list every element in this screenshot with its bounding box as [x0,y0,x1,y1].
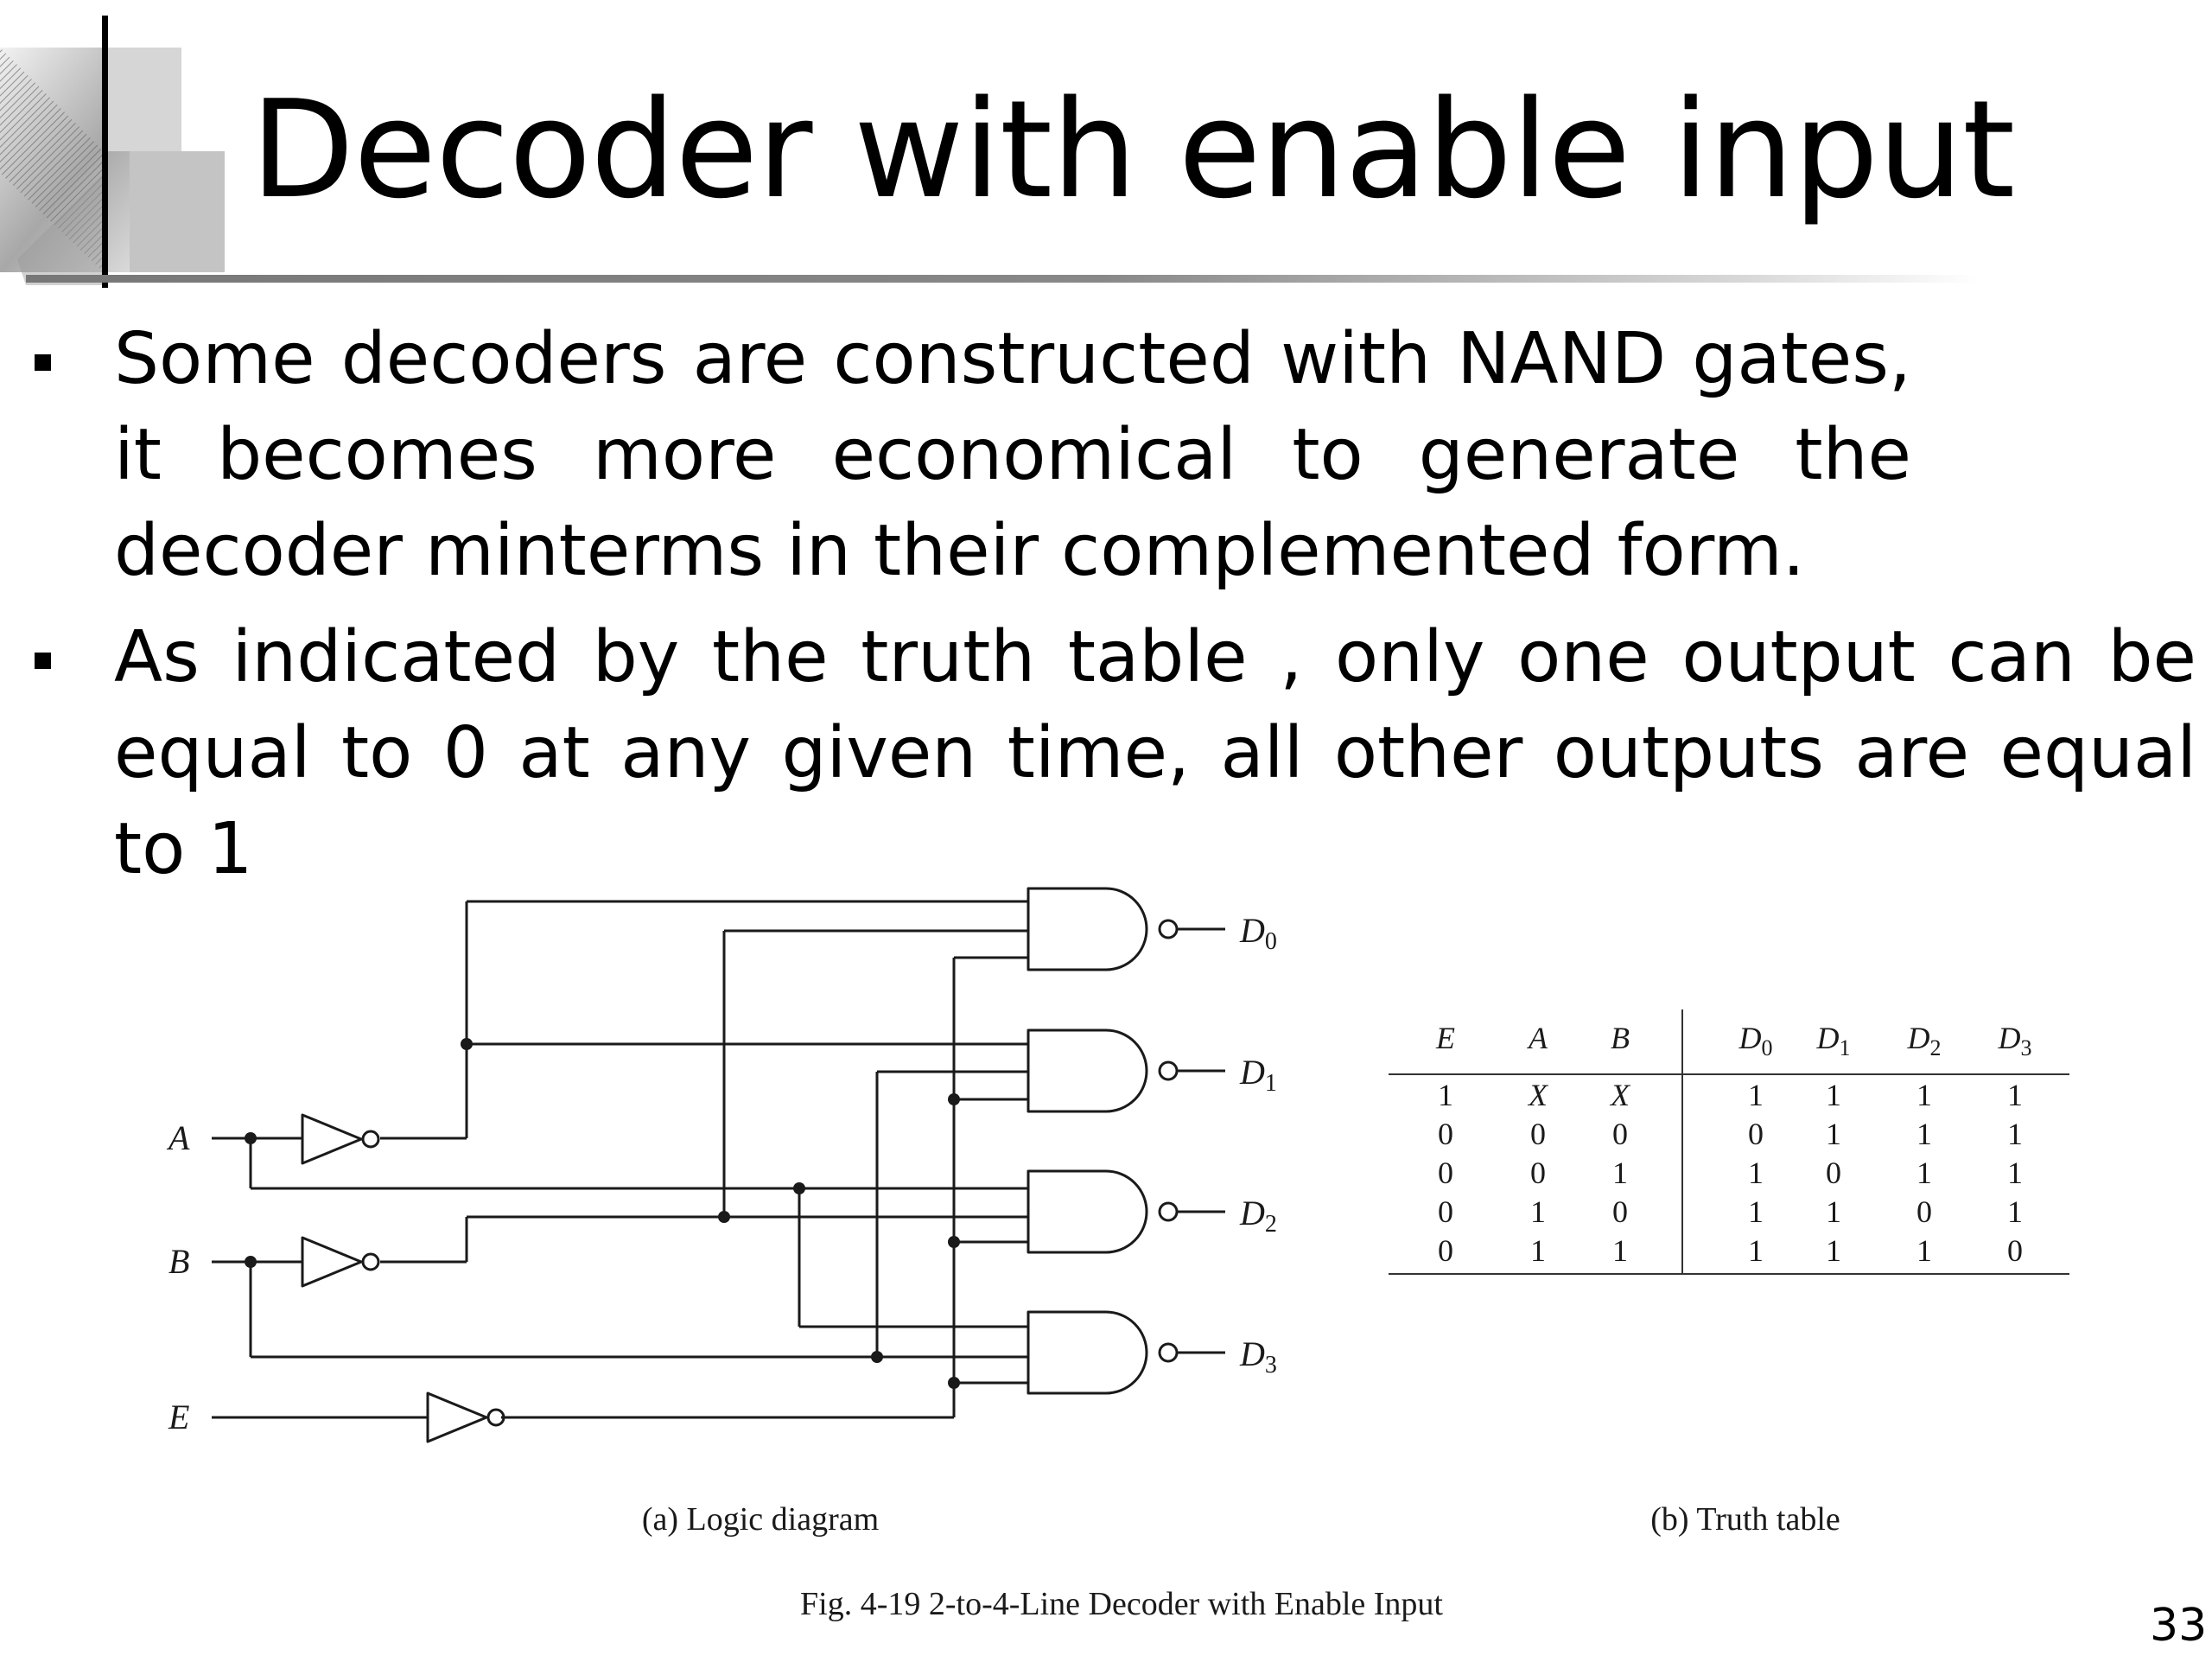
truth-table-cell: 0 [1530,1156,1546,1190]
truth-table-cell: 1 [2007,1117,2023,1151]
decoder-figure: A B E D0 D1 D2 D3 EABD0D1D2D31XX11110000… [166,887,2069,1622]
caption-truth-table: (b) Truth table [1650,1501,1840,1538]
bullet-square-icon [35,354,51,371]
output-label-d1: D1 [1239,1053,1277,1097]
truth-table-header: D0 [1738,1021,1773,1060]
bullet-text: Some decoders are constructed with NAND … [114,318,1911,592]
truth-table-cell: 1 [1612,1156,1628,1190]
truth-table-header: E [1435,1021,1455,1055]
truth-table-cell: 0 [1748,1117,1764,1151]
truth-table-cell: 1 [1748,1078,1764,1112]
truth-table-cell: 1 [1916,1233,1932,1268]
truth-table: E A B D0 D1 D2 D3 1 X X 1 1 1 1 0 0 0 0 1 1 1 0 0 1 1 0 1 1 0 1 0 1 1 0 1 0… [1389,1009,2069,1275]
captions: (a) Logic diagram (b) Truth table Fig. 4… [642,1501,1840,1622]
truth-table-cell: 0 [1612,1194,1628,1229]
input-label-b: B [168,1242,189,1281]
truth-table-cell: 1 [1826,1117,1841,1151]
truth-table-cell: 1 [1748,1233,1764,1268]
truth-table-cell: 0 [1438,1156,1453,1190]
title-vertical-rule [102,16,108,288]
truth-table-header: A [1527,1021,1548,1055]
output-label-d3: D3 [1239,1334,1277,1379]
bullet-text: As indicated by the truth table , only o… [114,616,2196,890]
input-label-e: E [168,1398,189,1436]
truth-table-cell: 1 [1916,1078,1932,1112]
truth-table-cell: 1 [1826,1233,1841,1268]
title-underline [26,275,1979,283]
nand-d2 [1027,1169,1148,1254]
signal-labels: A B E D0 D1 D2 D3 [166,911,1277,1436]
truth-table-cell: 0 [1530,1117,1546,1151]
nand-d1 [1027,1028,1148,1113]
truth-table-cell: 1 [2007,1078,2023,1112]
truth-table-cell: 1 [1748,1194,1764,1229]
truth-table-cell: X [1609,1078,1631,1112]
truth-table-cell: 0 [1438,1233,1453,1268]
truth-table-cell: 0 [1916,1194,1932,1229]
truth-table-header: D3 [1998,1021,2032,1060]
truth-table-cell: 1 [1826,1194,1841,1229]
output-label-d2: D2 [1239,1194,1277,1238]
truth-table-cell: 1 [1916,1117,1932,1151]
truth-table-cell: 1 [1530,1194,1546,1229]
bullet-square-icon [35,653,51,669]
corner-decoration [0,48,225,285]
truth-table-cell: 0 [1438,1194,1453,1229]
truth-table-cell: 1 [1826,1078,1841,1112]
truth-table-cell: 1 [1748,1156,1764,1190]
junction-dots [245,1038,960,1389]
inverter-b [301,1236,363,1288]
truth-table-header: D1 [1816,1021,1851,1060]
slide-title: Decoder with enable input [251,71,2015,228]
truth-table-cell: 0 [1612,1117,1628,1151]
nand-d0 [1027,887,1148,971]
inverter-a [301,1113,363,1165]
truth-table-cell: 1 [1530,1233,1546,1268]
truth-table-cell: 1 [2007,1194,2023,1229]
input-label-a: A [166,1118,190,1157]
inverter-e [426,1391,488,1443]
nand-d3 [1027,1310,1148,1395]
caption-logic-diagram: (a) Logic diagram [642,1501,879,1538]
page-number: 33 [2150,1600,2208,1652]
truth-table-cell: 1 [1612,1233,1628,1268]
truth-table-cell: 0 [1438,1117,1453,1151]
truth-table-cell: 0 [2007,1233,2023,1268]
truth-table-cell: 1 [2007,1156,2023,1190]
truth-table-cell: 1 [1916,1156,1932,1190]
truth-table-header: B [1611,1021,1630,1055]
output-label-d0: D0 [1239,911,1277,955]
truth-table-cell: 0 [1826,1156,1841,1190]
truth-table-cell: X [1527,1078,1549,1112]
truth-table-cell: 1 [1438,1078,1453,1112]
truth-table-header: D2 [1907,1021,1942,1060]
logic-diagram [212,887,1225,1443]
figure-caption: Fig. 4-19 2-to-4-Line Decoder with Enabl… [800,1586,1443,1622]
